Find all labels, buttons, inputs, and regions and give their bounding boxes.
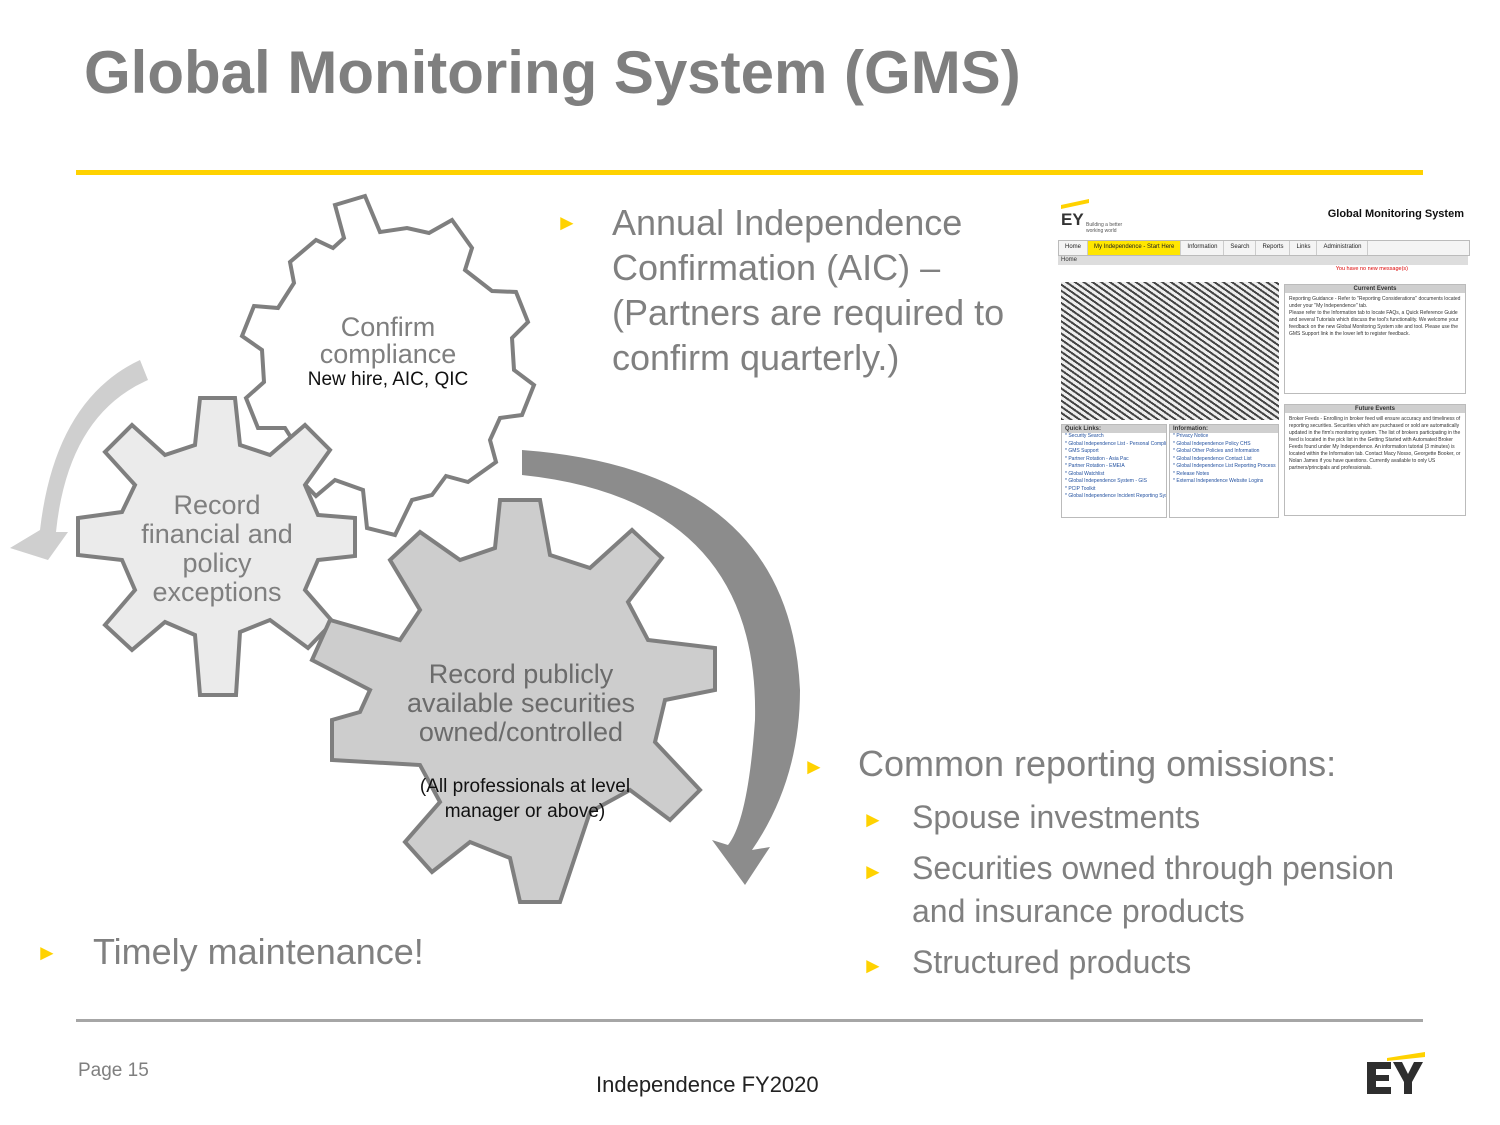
bullet-arrow-icon: ► [556,210,578,235]
gms-nav-my-independence[interactable]: My Independence - Start Here [1088,241,1182,255]
gear-securities-title: Record publicly available securities own… [406,659,636,747]
quick-link[interactable]: * Global Independence System - GIS [1065,478,1147,484]
gms-nav-search[interactable]: Search [1224,241,1257,255]
gear-financial-title: Record financial and policy exceptions [141,490,293,607]
quick-link[interactable]: * Partner Rotation - Asia Pac [1065,455,1129,462]
gms-title: Global Monitoring System [1327,208,1464,220]
bullet-arrow-icon: ► [862,953,884,978]
quick-links-title: Quick Links: [1062,425,1166,433]
ey-beam-icon [1061,199,1089,209]
quick-link[interactable]: * Global Watchlist [1065,470,1105,477]
gears-diagram [10,193,800,904]
omission-item: Structured products [912,944,1192,980]
gear-confirm-sub: New hire, AIC, QIC [307,369,469,390]
gear-securities-sub: (All professionals at level manager or a… [419,776,631,822]
information-title: Information: [1170,425,1278,433]
footer-divider [76,1019,1423,1022]
information-link[interactable]: * Global Independence Policy CHS [1173,440,1251,447]
quick-link[interactable]: * Security Search [1065,433,1104,439]
title-divider [76,170,1423,175]
information-link[interactable]: * Global Independence Contact List [1173,455,1252,462]
gms-tagline: Building a better working world [1086,222,1123,234]
information-link[interactable]: * Release Notes [1173,470,1210,477]
bullet-omissions: Common reporting omissions: [858,743,1337,784]
gms-nav-information[interactable]: Information [1181,241,1225,255]
information-link[interactable]: * External Independence Website Logins [1173,478,1264,484]
bullet-arrow-icon: ► [862,859,884,884]
slide-title: Global Monitoring System (GMS) [84,39,1021,106]
current-events-panel: Current Events Reporting Guidance - Refe… [1284,284,1466,394]
quick-link[interactable]: * Global Independence List - Personal Co… [1065,440,1166,447]
current-events-title: Current Events [1285,285,1465,293]
gear-confirm-title: Confirm compliance [319,312,457,369]
quick-link[interactable]: * GMS Support [1065,448,1099,454]
collage-image [1061,282,1279,420]
gms-nav-home[interactable]: Home [1059,241,1089,255]
omission-item: Securities owned through pension and ins… [912,850,1395,929]
gms-nav-reports[interactable]: Reports [1256,241,1291,255]
ey-logo [1367,1052,1425,1094]
page-number: Page 15 [78,1060,149,1081]
gms-brand: EY [1061,210,1084,229]
bullet-aic: Annual Independence Confirmation (AIC) –… [612,202,1005,378]
gms-nav-administration[interactable]: Administration [1317,241,1369,255]
gear-financial [76,396,357,697]
quick-link[interactable]: * PCIP Toolkit [1065,485,1096,492]
cycle-arrow-left [10,360,148,560]
quick-links-box: Quick Links: * Security Search * Global … [1061,424,1167,518]
information-box: Information: * Privacy Notice * Global I… [1169,424,1279,518]
information-link[interactable]: * Global Other Policies and Information [1173,448,1260,454]
quick-link[interactable]: * Partner Rotation - EMEIA [1065,463,1125,469]
gear-securities [309,498,717,904]
gms-nav: Home My Independence - Start Here Inform… [1058,240,1470,256]
future-events-panel: Future Events Broker Feeds - Enrolling i… [1284,404,1466,516]
information-link[interactable]: * Privacy Notice [1173,433,1209,439]
information-link[interactable]: * Global Independence List Reporting Pro… [1173,463,1276,469]
bullet-arrow-icon: ► [36,940,58,965]
gms-message: You have no new message(s) [1335,266,1408,272]
bullet-arrow-icon: ► [862,807,884,832]
omission-item: Spouse investments [912,799,1201,835]
bullet-timely: Timely maintenance! [93,931,424,972]
cycle-arrow-right [522,450,800,885]
gms-nav-links[interactable]: Links [1290,241,1318,255]
gms-breadcrumb: Home [1058,256,1468,265]
current-event-item: Please refer to the Information tab to l… [1289,310,1459,337]
current-event-item: Reporting Guidance - Refer to "Reporting… [1289,296,1461,309]
gms-screenshot: EY Building a better working world Globa… [1058,196,1470,518]
bullet-arrow-icon: ► [803,754,825,779]
footer-title: Independence FY2020 [596,1072,819,1097]
future-event-item: Broker Feeds - Enrolling in broker feed … [1289,416,1461,471]
future-events-title: Future Events [1285,405,1465,413]
quick-link[interactable]: * Global Independence Incident Reporting… [1065,493,1166,499]
